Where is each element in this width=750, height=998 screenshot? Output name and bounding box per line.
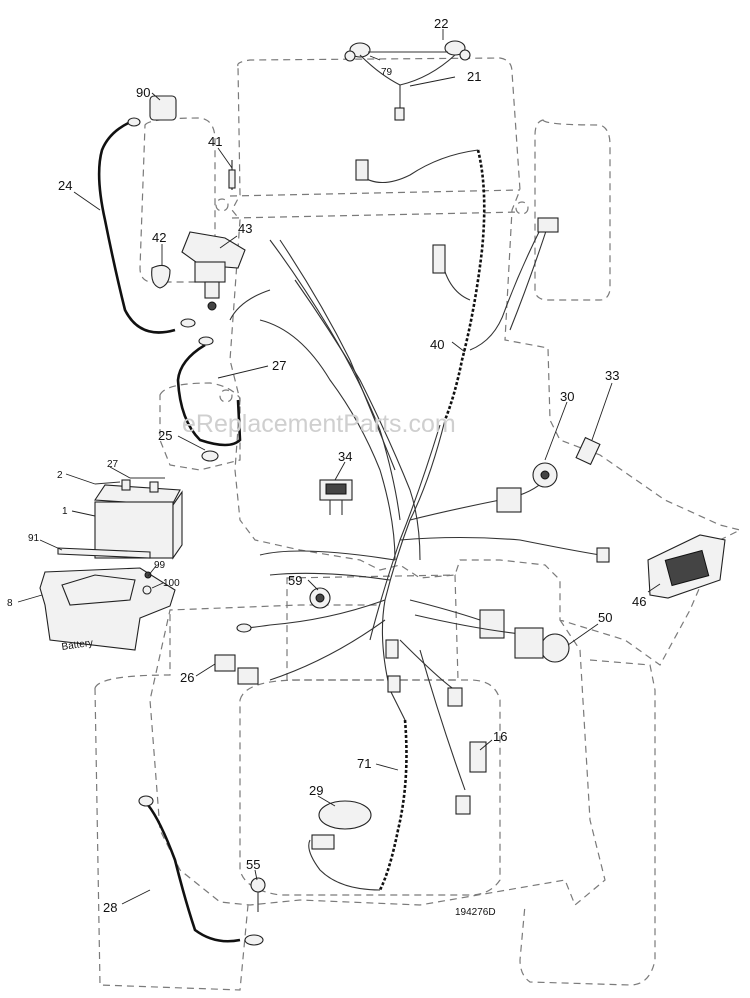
callout-91: 91 (28, 533, 40, 544)
callout-41: 41 (208, 134, 222, 149)
callout-24: 24 (58, 178, 72, 193)
callout-16: 16 (493, 729, 507, 744)
callout-1: 1 (62, 506, 68, 517)
callout-22: 22 (434, 16, 448, 31)
battery-tray-text: Battery (61, 638, 94, 653)
callout-71: 71 (357, 756, 371, 771)
callout-40: 40 (430, 337, 444, 352)
callout-79: 79 (381, 67, 393, 78)
battery-assembly (39, 477, 183, 651)
callout-27b: 27 (107, 459, 119, 470)
watermark-text: eReplacementParts.com (182, 410, 456, 438)
callout-99: 99 (154, 560, 166, 571)
leader-lines (17, 29, 661, 905)
components (214, 436, 726, 912)
callout-34: 34 (338, 449, 352, 464)
callout-8: 8 (7, 598, 13, 609)
headlight-harness (344, 40, 471, 121)
callout-28: 28 (103, 900, 117, 915)
callout-59: 59 (288, 573, 302, 588)
callout-90: 90 (136, 85, 150, 100)
callout-27: 27 (272, 358, 286, 373)
main-harness (229, 149, 610, 891)
battery-cables (97, 95, 264, 946)
callout-labels: 22 79 21 90 41 24 43 42 40 27 30 33 25 2… (7, 16, 646, 915)
callout-42: 42 (152, 230, 166, 245)
callout-25: 25 (158, 428, 172, 443)
callout-55: 55 (246, 857, 260, 872)
callout-33: 33 (605, 368, 619, 383)
callout-100: 100 (163, 578, 180, 589)
callout-43: 43 (238, 221, 252, 236)
callout-46: 46 (632, 594, 646, 609)
callout-2: 2 (57, 470, 63, 481)
callout-26: 26 (180, 670, 194, 685)
drawing-number: 194276D (455, 907, 496, 918)
callout-29: 29 (309, 783, 323, 798)
callout-30: 30 (560, 389, 574, 404)
callout-50: 50 (598, 610, 612, 625)
callout-21: 21 (467, 69, 481, 84)
